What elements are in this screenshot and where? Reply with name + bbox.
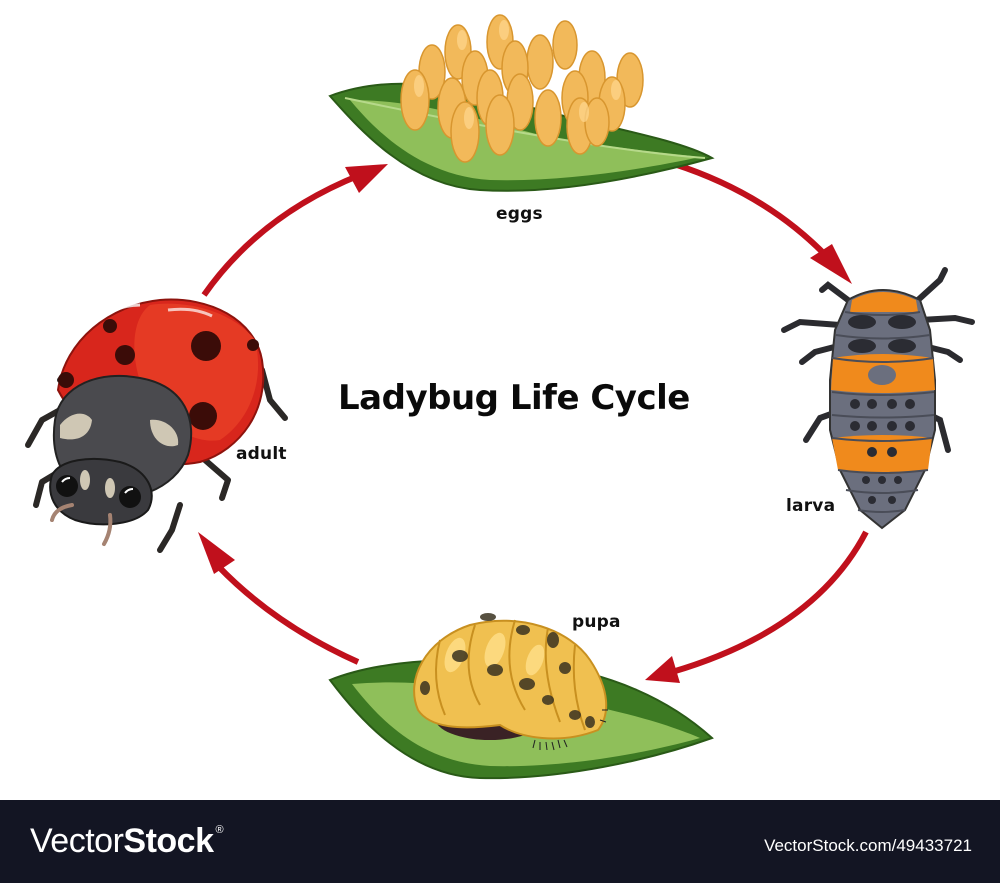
brand-bold-text: Stock	[123, 822, 214, 860]
adult-ladybug-illustration	[25, 298, 288, 553]
stage-label-adult: adult	[236, 444, 287, 464]
stage-label-pupa: pupa	[572, 612, 621, 632]
larva-illustration	[781, 267, 975, 530]
brand-light-text: Vector	[30, 822, 124, 860]
diagram-title: Ladybug Life Cycle	[338, 378, 690, 418]
vectorstock-logo: VectorStock®	[30, 822, 224, 861]
arrow-larva-to-pupa	[645, 530, 869, 683]
stage-label-eggs: eggs	[496, 204, 543, 224]
diagram-illustration	[25, 14, 975, 780]
arrow-eggs-to-larva	[673, 161, 852, 284]
stage-label-larva: larva	[786, 496, 836, 516]
stock-id-link[interactable]: VectorStock.com/49433721	[764, 836, 972, 855]
life-cycle-diagram: eggs larva pupa adult Ladybug Life Cycle	[25, 14, 975, 780]
eggs-illustration	[328, 14, 715, 192]
arrow-adult-to-eggs	[201, 164, 388, 297]
pupa-illustration	[328, 613, 714, 780]
registered-mark: ®	[215, 824, 224, 836]
watermark-footer: VectorStock® VectorStock.com/49433721	[0, 800, 1000, 883]
arrow-pupa-to-adult	[198, 532, 360, 665]
